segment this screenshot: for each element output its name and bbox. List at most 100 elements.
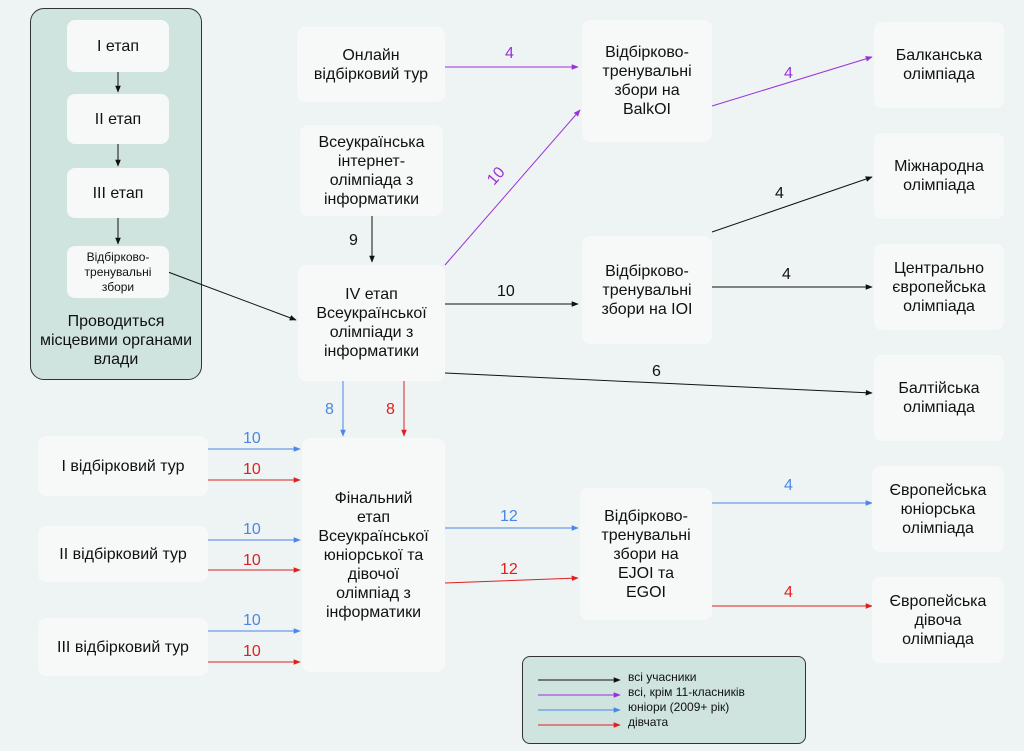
label-camp-ejoi: 4 xyxy=(784,477,793,494)
internet-olympiad-line-4: інформатики xyxy=(323,190,420,208)
international-line-2: олімпіада xyxy=(903,177,975,194)
camp-ioi-line-3: збори на IOI xyxy=(601,300,693,318)
edge-balkoi-international xyxy=(711,176,873,233)
internet-olympiad-line-2: інтернет- xyxy=(337,152,406,170)
label-balkoi-balkan: 4 xyxy=(784,65,793,82)
balkan-line-1: Балканська xyxy=(895,47,983,64)
internet-olympiad-line-3: олімпіада з xyxy=(329,171,414,189)
tour2-label: II відбірковий тур xyxy=(59,545,187,563)
egoi-line-1: Європейська xyxy=(889,592,987,610)
camp-ioi-line-1: Відбірково- xyxy=(605,262,689,280)
edge-stage4-baltic xyxy=(444,372,873,396)
node-camp-ioi: Відбірково- тренувальні збори на IOI xyxy=(582,236,712,344)
label-balkoi-international: 4 xyxy=(775,185,784,202)
edge-balkoi-balkan xyxy=(711,56,873,107)
label-internet-stage4: 9 xyxy=(349,232,358,249)
balkan-line-2: олімпіада xyxy=(903,66,975,83)
node-camp-balkoi: Відбірково- тренувальні збори на BalkOI xyxy=(582,20,712,142)
central-line-1: Центрально xyxy=(893,259,985,277)
caption-line-2: місцевими xyxy=(39,332,118,349)
edge-stage4-balkoi xyxy=(444,109,581,266)
final-stage-line-4: юніорської та xyxy=(323,546,424,564)
final-stage-line-2: етап xyxy=(356,508,391,526)
camp-balkoi-line-3: збори на xyxy=(614,82,680,99)
egoi-line-3: олімпіада xyxy=(902,630,974,648)
local-camp-line-1: Відбірково- xyxy=(86,249,150,264)
stage4-line-1: IV етап xyxy=(345,286,398,303)
local-camp-line-3: збори xyxy=(101,279,135,294)
label-tour1-juniors: 10 xyxy=(243,430,261,447)
camp-ejoi-line-1: Відбірково- xyxy=(604,507,688,525)
legend-label-all: всі учасники xyxy=(628,670,697,684)
online-tour-line-2: відбірковий тур xyxy=(313,65,429,83)
caption-line-1: Проводиться xyxy=(67,313,165,330)
stage4-line-3: олімпіади з xyxy=(329,324,414,341)
node-stage2: II етап xyxy=(67,94,169,144)
node-tour2: II відбірковий тур xyxy=(38,526,208,582)
caption-line-3: органами влади xyxy=(93,332,193,368)
label-tour3-juniors: 10 xyxy=(243,612,261,629)
baltic-line-2: олімпіада xyxy=(903,399,975,416)
node-international-olympiad: Міжнародна олімпіада xyxy=(874,133,1004,219)
camp-balkoi-line-4: BalkOI xyxy=(622,101,671,118)
camp-ejoi-line-2: тренувальні xyxy=(601,526,691,544)
node-local-camp: Відбірково- тренувальні збори xyxy=(67,246,169,298)
label-final-camp-juniors: 12 xyxy=(500,508,518,525)
internet-olympiad-line-1: Всеукраїнська xyxy=(318,133,425,151)
label-ioi-central: 4 xyxy=(782,266,791,283)
final-stage-line-1: Фінальний xyxy=(334,489,413,507)
legend-label-girls: дівчата xyxy=(628,715,669,729)
stage1-label: I етап xyxy=(97,37,139,55)
label-tour1-girls: 10 xyxy=(243,461,261,478)
camp-balkoi-line-1: Відбірково- xyxy=(605,44,689,61)
node-final-stage: Фінальний етап Всеукраїнської юніорської… xyxy=(302,438,445,672)
ejoi-line-3: олімпіада xyxy=(902,519,974,537)
ejoi-line-2: юніорська xyxy=(900,500,976,518)
final-stage-line-6: олімпіад з xyxy=(336,584,411,602)
stage3-label: III етап xyxy=(92,184,144,202)
node-tour1: I відбірковий тур xyxy=(38,436,208,496)
edge-final-camp-girls xyxy=(444,575,579,584)
node-european-junior-olympiad: Європейська юніорська олімпіада xyxy=(872,466,1004,552)
stage4-line-4: інформатики xyxy=(323,343,420,360)
camp-balkoi-line-2: тренувальні xyxy=(602,63,692,80)
legend xyxy=(522,656,806,744)
label-stage4-ioi: 10 xyxy=(497,283,515,300)
tour1-label: I відбірковий тур xyxy=(61,457,185,475)
node-stage3: III етап xyxy=(67,168,169,218)
central-line-2: європейська xyxy=(892,278,986,296)
edge-camp-stage4 xyxy=(167,271,297,321)
label-tour2-girls: 10 xyxy=(243,552,261,569)
label-stage4-baltic: 6 xyxy=(652,363,661,380)
label-stage4-final-girls: 8 xyxy=(386,401,395,418)
node-online-tour: Онлайн відбірковий тур xyxy=(297,27,445,102)
node-stage4: IV етап Всеукраїнської олімпіади з інфор… xyxy=(298,265,445,381)
international-line-1: Міжнародна xyxy=(894,158,984,175)
local-camp-line-2: тренувальні xyxy=(84,264,152,279)
final-stage-line-5: дівочої xyxy=(347,565,400,583)
camp-ejoi-line-5: EGOI xyxy=(625,583,666,601)
camp-ioi-line-2: тренувальні xyxy=(602,281,692,299)
camp-ejoi-line-3: збори на xyxy=(613,545,679,563)
legend-label-juniors: юніори (2009+ рік) xyxy=(628,700,730,714)
stage4-line-2: Всеукраїнської xyxy=(316,305,427,322)
local-group-caption: Проводиться місцевими органами влади xyxy=(30,312,202,369)
node-central-european-olympiad: Центрально європейська олімпіада xyxy=(874,244,1004,330)
ejoi-line-1: Європейська xyxy=(889,481,987,499)
label-online-balkoi: 4 xyxy=(505,45,514,62)
final-stage-line-3: Всеукраїнської xyxy=(318,527,429,545)
label-stage4-balkoi: 10 xyxy=(484,164,509,189)
egoi-line-2: дівоча xyxy=(914,611,962,629)
label-tour2-juniors: 10 xyxy=(243,521,261,538)
label-final-camp-girls: 12 xyxy=(500,561,518,578)
central-line-3: олімпіада xyxy=(903,297,975,315)
label-tour3-girls: 10 xyxy=(243,643,261,660)
legend-label-no-11th: всі, крім 11-класників xyxy=(628,685,745,699)
baltic-line-1: Балтійська xyxy=(898,380,980,397)
node-stage1: I етап xyxy=(67,20,169,72)
final-stage-line-7: інформатики xyxy=(325,603,422,621)
node-camp-ejoi: Відбірково- тренувальні збори на EJOI та… xyxy=(580,488,712,620)
node-balkan-olympiad: Балканська олімпіада xyxy=(874,22,1004,108)
node-european-girls-olympiad: Європейська дівоча олімпіада xyxy=(872,577,1004,663)
